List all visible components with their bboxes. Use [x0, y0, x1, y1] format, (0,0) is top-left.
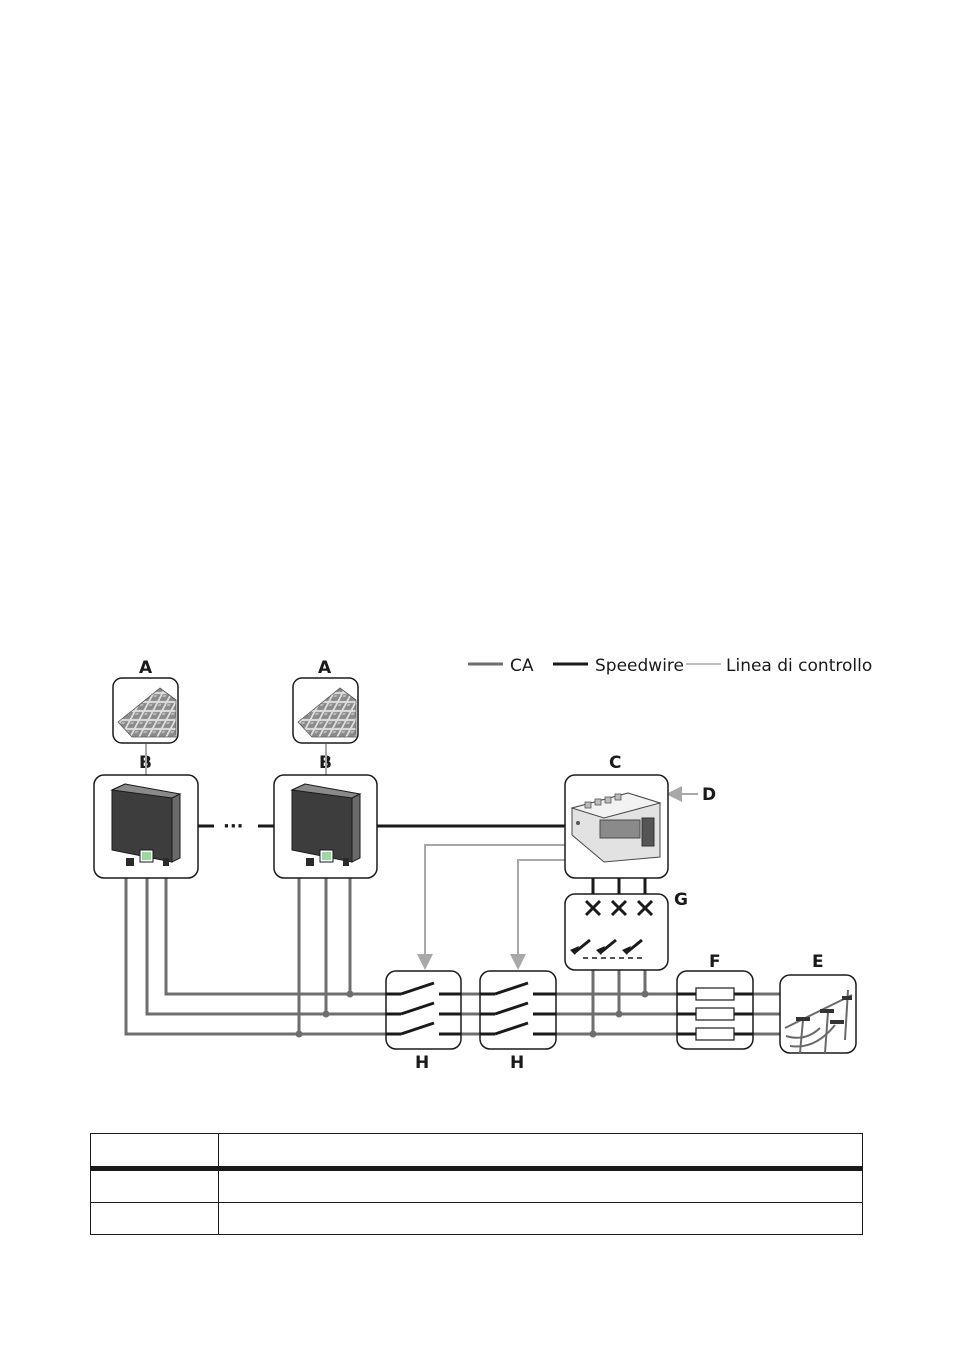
table-cell	[219, 1134, 862, 1166]
table-cell	[219, 1203, 862, 1235]
label-g: G	[674, 890, 688, 910]
inverter-2	[273, 774, 378, 879]
table-header-row	[91, 1134, 862, 1171]
table-cell	[91, 1134, 219, 1166]
label-a-1: A	[139, 658, 153, 678]
pv-module-1	[112, 677, 179, 744]
label-a-2: A	[318, 658, 332, 678]
table-row	[91, 1171, 862, 1203]
caption-table	[90, 1133, 863, 1235]
label-e: E	[812, 952, 824, 972]
switch-2	[479, 970, 557, 1050]
legend-ac: CA	[510, 656, 534, 676]
ac-junctions	[295, 990, 649, 1038]
label-h-1: H	[415, 1053, 429, 1073]
legend-control: Linea di controllo	[726, 656, 872, 676]
label-f: F	[709, 952, 721, 972]
inverter-1	[93, 774, 199, 879]
table-cell	[91, 1171, 219, 1202]
table-row	[91, 1203, 862, 1235]
legend: CA Speedwire Linea di controllo	[468, 656, 872, 676]
table-cell	[91, 1203, 219, 1235]
switch-1	[385, 970, 462, 1050]
utility-grid	[779, 974, 857, 1054]
label-d: D	[702, 785, 716, 805]
contactor-block	[564, 893, 669, 971]
legend-speedwire: Speedwire	[595, 656, 684, 676]
controller	[564, 774, 669, 879]
label-c: C	[609, 753, 621, 773]
table-cell	[219, 1171, 862, 1202]
fuse-block	[676, 970, 754, 1050]
control-lines	[145, 744, 698, 970]
ellipsis: ···	[223, 816, 244, 837]
pv-module-2	[292, 677, 359, 744]
label-h-2: H	[510, 1053, 524, 1073]
